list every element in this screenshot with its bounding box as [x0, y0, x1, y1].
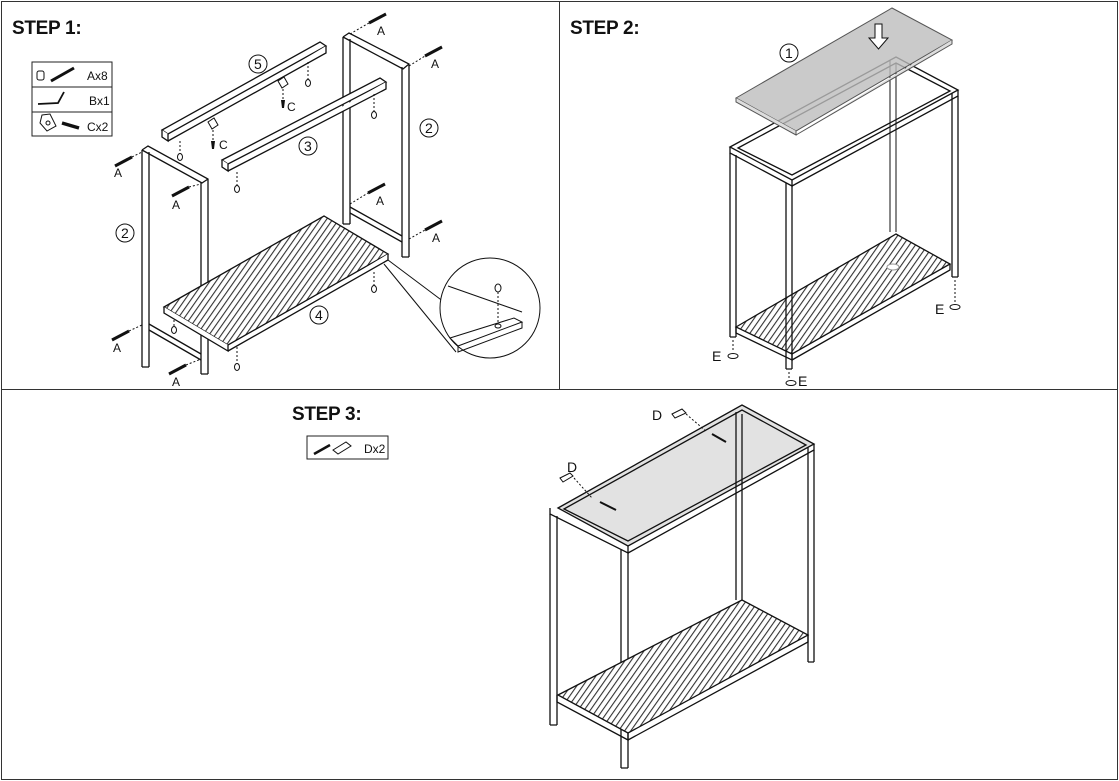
barrel-nuts — [171, 79, 377, 371]
anchor-d-left: D — [559, 459, 617, 511]
svg-text:A: A — [431, 57, 439, 71]
svg-text:A: A — [172, 375, 180, 389]
svg-text:A: A — [377, 24, 385, 38]
svg-text:C: C — [287, 100, 296, 114]
bracket-c-right: C — [277, 76, 296, 114]
svg-text:E: E — [935, 301, 944, 317]
shelf-detail-zoom — [383, 257, 541, 359]
svg-text:D: D — [652, 407, 662, 423]
step-2-title: STEP 2: — [570, 18, 640, 39]
back-rail — [160, 41, 328, 143]
svg-text:A: A — [376, 194, 384, 208]
svg-text:C: C — [219, 138, 228, 152]
left-side-frame — [141, 145, 209, 375]
step-2-diagram: 1 E E E — [712, 7, 961, 389]
foot-labels: E E E — [712, 301, 944, 389]
assembled-table — [549, 404, 816, 769]
part-c-label: Cx2 — [87, 120, 109, 134]
callout-2-left-text: 2 — [121, 225, 129, 241]
bracket-c-left: C — [207, 117, 228, 152]
bracket-and-screw-icon — [39, 113, 80, 132]
step-3-title: STEP 3: — [292, 404, 362, 425]
bolt-guides — [128, 22, 426, 366]
callout-2-right — [419, 118, 439, 138]
callout-4-text: 4 — [315, 307, 323, 323]
callout-2-right-text: 2 — [425, 120, 433, 136]
part-b-label: Bx1 — [89, 94, 110, 108]
callout-1-text: 1 — [785, 45, 793, 61]
table-frame — [728, 56, 960, 370]
step-1-panel: STEP 1: Ax8 Bx1 — [1, 1, 560, 390]
right-side-frame — [342, 32, 410, 258]
parts-list-step-3: Dx2 — [306, 435, 389, 460]
part-a-label: Ax8 — [87, 69, 108, 83]
step-1-diagram: Ax8 Bx1 Cx2 2 — [31, 12, 541, 389]
step-2-panel: STEP 2: — [559, 1, 1118, 390]
glass-top — [734, 7, 954, 136]
allen-key-icon — [37, 91, 65, 105]
anchor-d-right: D — [652, 407, 727, 443]
front-rail — [220, 77, 388, 173]
down-arrow-icon — [867, 23, 890, 50]
callout-3-text: 3 — [304, 138, 312, 154]
screw-and-anchor-icon — [313, 441, 352, 456]
callout-1 — [779, 43, 799, 63]
parts-list: Ax8 Bx1 Cx2 — [31, 61, 113, 137]
svg-text:A: A — [432, 231, 440, 245]
callout-4 — [309, 305, 329, 325]
svg-text:A: A — [113, 341, 121, 355]
foot-hole — [886, 263, 900, 271]
callout-3 — [298, 136, 318, 156]
step-3-diagram: Dx2 D D — [306, 404, 816, 769]
barrel-nut-guides — [173, 62, 375, 364]
svg-text:A: A — [172, 198, 180, 212]
feet-e — [727, 280, 961, 386]
svg-text:A: A — [114, 166, 122, 180]
shelf — [162, 215, 390, 353]
callout-5-text: 5 — [254, 56, 262, 72]
step-3-panel: STEP 3: Dx2 — [1, 389, 1118, 780]
bolt-labels: A A A A A A A A — [113, 24, 440, 389]
callout-5 — [248, 54, 268, 74]
callout-2-left — [115, 223, 135, 243]
part-d-label: Dx2 — [364, 442, 386, 456]
bolts-a — [111, 12, 443, 376]
svg-text:E: E — [712, 348, 721, 364]
step-1-title: STEP 1: — [12, 18, 82, 39]
svg-text:E: E — [798, 373, 807, 389]
bolt-and-barrel-nut-icon — [36, 66, 75, 83]
svg-text:D: D — [567, 459, 577, 475]
